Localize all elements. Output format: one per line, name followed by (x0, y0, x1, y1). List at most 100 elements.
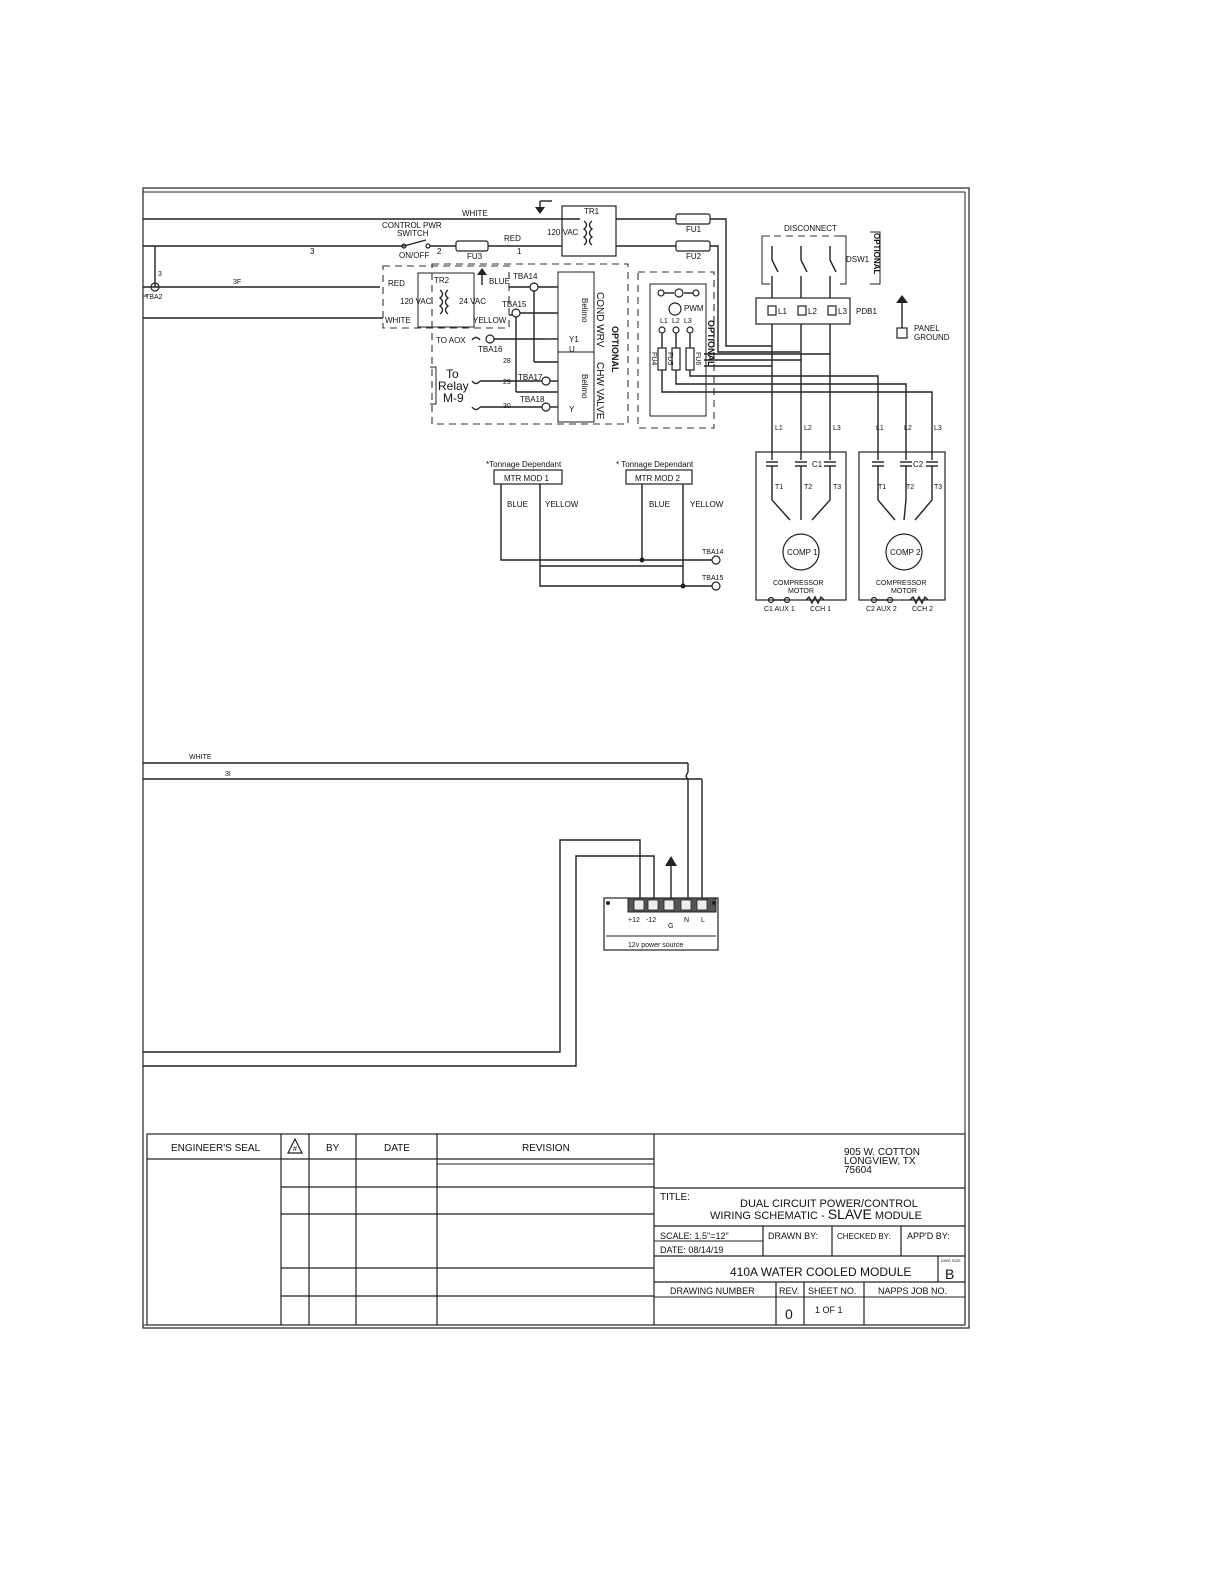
wire-3f-label: 3F (233, 279, 241, 286)
pdb-l1-label: L1 (778, 307, 787, 316)
pwm-icon (668, 302, 682, 316)
optional-disconnect-label: OPTIONAL (872, 233, 881, 274)
power-supply-section: WHITE 3I +12 -12 G N L 12v power source (143, 754, 719, 1067)
comp1-t1-label: T1 (775, 484, 783, 491)
comp2-l2-label: L2 (904, 425, 912, 432)
mod1-yellow-label: YELLOW (545, 500, 579, 509)
address-line2: LONGVIEW, TX (844, 1156, 916, 1167)
fu1-label: FU1 (686, 225, 702, 234)
tba16-label: TBA16 (478, 345, 503, 354)
comp1-t3-label: T3 (833, 484, 841, 491)
comp1-l3-label: L3 (833, 425, 841, 432)
belimo-1-label: Belimo (580, 298, 589, 323)
scale-label: SCALE: 1.5"=12" (660, 1231, 729, 1241)
mod-tba15-label: TBA15 (702, 575, 724, 582)
switch-blade-icon (403, 239, 427, 247)
y1-label: Y1 (569, 335, 579, 344)
cch2-label: CCH 2 (912, 606, 933, 613)
dsw1-label: DSW1 (846, 255, 870, 264)
c2-aux-label: C2 AUX 2 (866, 606, 897, 613)
mod2-yellow-label: YELLOW (690, 500, 724, 509)
on-off-label: ON/OFF (399, 251, 429, 260)
compressor-2-box (858, 451, 946, 601)
y-label: Y (569, 405, 575, 414)
cch1-heater-icon (805, 595, 825, 605)
wire-2-label: 2 (437, 247, 442, 256)
disconnect-label: DISCONNECT (784, 224, 837, 233)
wire-1-label: 1 (517, 247, 522, 256)
tonnage-2-label: * Tonnage Dependant (616, 460, 694, 469)
panel-ground-arrow-icon (896, 295, 908, 303)
optional-pwm-label: OPTIONAL (706, 320, 716, 367)
comp1-compressor-label: COMPRESSOR (773, 580, 824, 587)
mod-tba14-terminal-icon (711, 555, 721, 565)
tr2-ground-arrow-icon (477, 268, 487, 275)
module-name-label: 410A WATER COOLED MODULE (730, 1265, 911, 1279)
comp1-label: COMP 1 (787, 548, 818, 557)
engineers-seal-label: ENGINEER'S SEAL (171, 1143, 261, 1154)
tba18-terminal-icon (541, 402, 551, 412)
pwm-input-icon (674, 288, 684, 298)
sheet-no-label: SHEET NO. (808, 1286, 856, 1296)
tba18-label: TBA18 (520, 395, 545, 404)
address-line3: 75604 (844, 1165, 872, 1176)
tba2-terminal-icon (150, 282, 160, 292)
dwg-size-caption: DWG SIZE (941, 1258, 961, 1263)
checked-by-label: CHECKED BY: (837, 1232, 891, 1241)
pwm-label: PWM (684, 304, 704, 313)
date-header-label: DATE (384, 1143, 410, 1154)
ps-p12-label: +12 (628, 917, 640, 924)
comp1-t2-label: T2 (804, 484, 812, 491)
title-line2-part3: MODULE (872, 1210, 922, 1222)
appd-by-label: APP'D BY: (907, 1231, 950, 1241)
cch1-label: CCH 1 (810, 606, 831, 613)
mtr-mod-1-box (493, 469, 563, 485)
comp2-t2-label: T2 (906, 484, 914, 491)
fu6-fuse (685, 347, 695, 371)
rev-symbol-label: # (293, 1146, 297, 1153)
tonnage-1-label: *Tonnage Dependant (486, 460, 562, 469)
fu2-fuse (675, 240, 711, 252)
comp2-t3-label: T3 (934, 484, 942, 491)
switch-label: SWITCH (397, 229, 429, 238)
ps-n-label: N (684, 917, 689, 924)
mtr-mod-2-label: MTR MOD 2 (635, 474, 680, 483)
modulator-section: *Tonnage Dependant MTR MOD 1 * Tonnage D… (486, 460, 724, 591)
tr1-transformer (561, 205, 617, 257)
title-line2-part2: SLAVE (828, 1206, 872, 1222)
pwm-option-enclosure (637, 271, 715, 429)
pdb-l3-label: L3 (838, 307, 847, 316)
comp1-motor-icon (782, 533, 820, 571)
comp1-l2-label: L2 (804, 425, 812, 432)
cch2-heater-icon (909, 595, 929, 605)
comp2-motor-label: MOTOR (891, 588, 917, 595)
ps-m12-label: -12 (646, 917, 656, 924)
m9-label: M-9 (443, 391, 464, 405)
comp1-motor-label: MOTOR (788, 588, 814, 595)
tba17-label: TBA17 (518, 373, 543, 382)
ps-wire-3l-label: 3I (225, 771, 231, 778)
tr2-yellow-label: YELLOW (473, 316, 507, 325)
ground-label: GROUND (914, 333, 950, 342)
tr2-120vac-label: 120 VAC (400, 297, 432, 306)
title-line1: DUAL CIRCUIT POWER/CONTROL (740, 1198, 918, 1210)
fu5-label: FU5 (666, 352, 673, 365)
comp2-label: COMP 2 (890, 548, 921, 557)
fu1-fuse (675, 213, 711, 225)
wire-28-label: 28 (503, 358, 511, 365)
comp2-motor-icon (885, 533, 923, 571)
ps-label: 12v power source (628, 942, 683, 949)
comp2-l1-label: L1 (876, 425, 884, 432)
mtr-mod-1-label: MTR MOD 1 (504, 474, 549, 483)
mtr-mod-2-box (625, 469, 693, 485)
tba15-terminal-icon (511, 308, 521, 318)
compressor-1-box (755, 451, 847, 601)
fu6-label: FU6 (694, 352, 701, 365)
c2-label: C2 (913, 460, 924, 469)
rev-value-label: 0 (785, 1306, 793, 1322)
control-section: 3 3F TBA2 RED TR2 120 VAC 24 VAC BLUE TB… (143, 246, 933, 460)
tr2-red-label: RED (388, 279, 405, 288)
wire-3-label: 3 (310, 247, 315, 256)
ps-ground-arrow-icon (665, 856, 677, 866)
